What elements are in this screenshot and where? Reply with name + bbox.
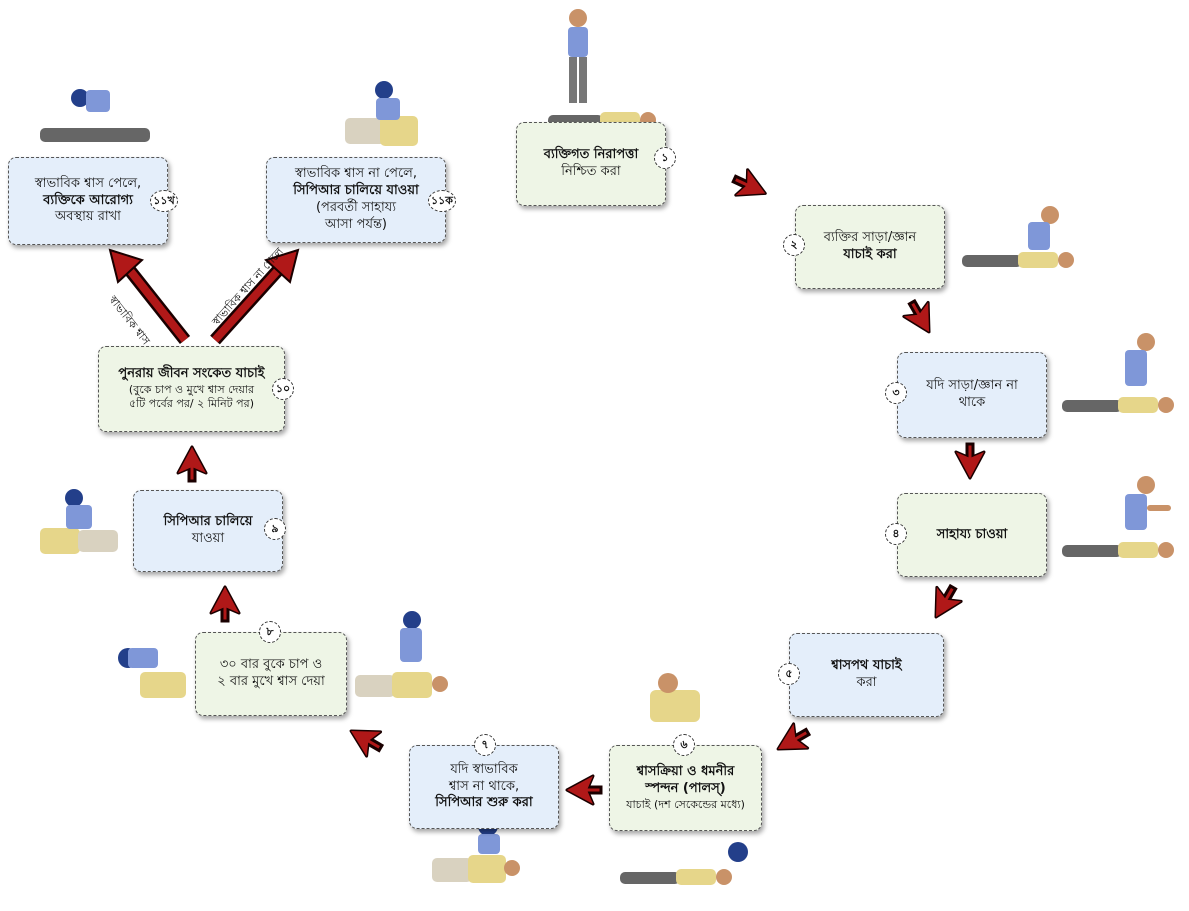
- figure-breathing-check: [620, 842, 748, 885]
- step-8-line-2: ২ বার মুখে শ্বাস দেয়া: [217, 674, 325, 689]
- step-8-box: ৩০ বার বুকে চাপ ও ২ বার মুখে শ্বাস দেয়া: [195, 632, 347, 716]
- arrow-10-11a: [210, 248, 300, 345]
- step-1-line-1: ব্যক্তিগত নিরাপত্তা: [543, 147, 639, 163]
- step-11a-line-1: স্বাভাবিক শ্বাস না পেলে,: [294, 166, 418, 182]
- step-3-line-2: থাকে: [958, 395, 986, 410]
- step-4-box: সাহায্য চাওয়া: [897, 493, 1047, 577]
- figure-standing-person: [568, 9, 588, 103]
- step-11a-line-2: সিপিআর চালিয়ে যাওয়া: [293, 183, 419, 199]
- step-5-line-1: শ্বাসপথ যাচাই: [831, 658, 902, 674]
- step-10-line-2: (বুকে চাপ ও মুখে শ্বাস দেয়ার: [128, 383, 255, 397]
- step-6-line-2: স্পন্দন (পালস্): [645, 780, 726, 796]
- step-10-line-1: পুনরায় জীবন সংকেত যাচাই: [118, 366, 265, 382]
- step-9-box: সিপিআর চালিয়ে যাওয়া: [133, 490, 283, 572]
- figure-continue-cpr: [40, 489, 118, 554]
- arrow-2-3: [898, 293, 943, 341]
- step-11b-line-3: অবস্থায় রাখা: [55, 209, 121, 225]
- step-7-badge: ৭: [474, 734, 496, 756]
- arrow-9-10: [176, 445, 208, 483]
- step-1-box: ব্যক্তিগত নিরাপত্তা নিশ্চিত করা: [516, 122, 666, 206]
- step-8-badge: ৮: [259, 621, 281, 643]
- figure-responsiveness-check: [962, 206, 1074, 268]
- step-8-line-1: ৩০ বার বুকে চাপ ও: [219, 657, 323, 673]
- step-9-line-1: সিপিআর চালিয়ে: [163, 514, 253, 530]
- step-4-line-1: সাহায্য চাওয়া: [936, 526, 1008, 542]
- step-11a-box: স্বাভাবিক শ্বাস না পেলে, সিপিআর চালিয়ে …: [266, 157, 446, 243]
- arrow-1-2: [727, 164, 773, 208]
- step-11b-line-2: ব্যক্তিকে আরোগ্য: [43, 192, 133, 208]
- figure-calling-help: [1062, 476, 1174, 558]
- step-5-line-2: করা: [856, 675, 877, 690]
- step-6-badge: ৬: [673, 734, 695, 756]
- step-7-line-1: যদি স্বাভাবিক: [450, 761, 518, 777]
- step-2-line-2: যাচাই করা: [843, 247, 897, 262]
- step-3-badge: ৩: [885, 382, 907, 404]
- step-7-box: যদি স্বাভাবিক শ্বাস না থাকে, সিপিআর শুরু…: [409, 745, 559, 829]
- step-2-badge: ২: [783, 234, 805, 256]
- figure-no-response: [1062, 333, 1174, 413]
- step-1-line-2: নিশ্চিত করা: [561, 164, 621, 179]
- step-5-badge: ৫: [778, 663, 800, 685]
- step-6-line-1: শ্বাসক্রিয়া ও ধমনীর: [636, 763, 735, 779]
- arrow-7-8: [342, 717, 390, 762]
- step-10-box: পুনরায় জীবন সংকেত যাচাই (বুকে চাপ ও মুখ…: [98, 346, 285, 432]
- step-2-box: ব্যক্তির সাড়া/জ্ঞান যাচাই করা: [795, 205, 945, 289]
- figure-chest-compression: [355, 611, 448, 698]
- step-11b-line-1: স্বাভাবিক শ্বাস পেলে,: [34, 175, 142, 191]
- arrow-8-9: [209, 585, 241, 623]
- step-3-box: যদি সাড়া/জ্ঞান না থাকে: [897, 352, 1047, 438]
- arrow-4-5: [922, 578, 967, 626]
- step-3-line-1: যদি সাড়া/জ্ঞান না: [926, 378, 1018, 394]
- arrow-6-7: [565, 774, 603, 806]
- arrow-5-6: [769, 718, 817, 763]
- step-6-line-3: যাচাই (দশ সেকেন্ডের মধ্যে): [626, 797, 745, 811]
- step-11b-box: স্বাভাবিক শ্বাস পেলে, ব্যক্তিকে আরোগ্য অ…: [8, 157, 168, 245]
- step-10-line-3: ৫টি পর্বের পর/ ২ মিনিট পর): [129, 397, 254, 411]
- step-11b-badge: ১১খ: [150, 190, 178, 212]
- step-9-line-2: যাওয়া: [191, 531, 225, 546]
- arrow-3-4: [954, 442, 986, 480]
- step-11a-line-4: আসা পর্যন্ত): [325, 216, 387, 232]
- step-11a-badge: ১১ক: [428, 190, 456, 212]
- step-10-badge: ১০: [272, 378, 294, 400]
- step-2-line-1: ব্যক্তির সাড়া/জ্ঞান: [823, 230, 917, 246]
- step-5-box: শ্বাসপথ যাচাই করা: [789, 633, 944, 717]
- step-1-badge: ১: [654, 147, 676, 169]
- step-6-box: শ্বাসক্রিয়া ও ধমনীর স্পন্দন (পালস্) যাচ…: [609, 745, 762, 831]
- arrow-10-11b: [108, 248, 191, 345]
- step-4-badge: ৪: [885, 523, 907, 545]
- figure-rescue-breath: [118, 648, 186, 698]
- figure-recovery-position: [40, 89, 150, 142]
- step-9-badge: ৯: [264, 518, 286, 540]
- step-7-line-2: শ্বাস না থাকে,: [448, 778, 520, 794]
- figure-cpr-until-help: [345, 81, 418, 146]
- step-11a-line-3: (পরবর্তী সাহায্য: [315, 200, 397, 215]
- figure-airway-check: [650, 673, 700, 722]
- step-7-line-3: সিপিআর শুরু করা: [435, 795, 533, 811]
